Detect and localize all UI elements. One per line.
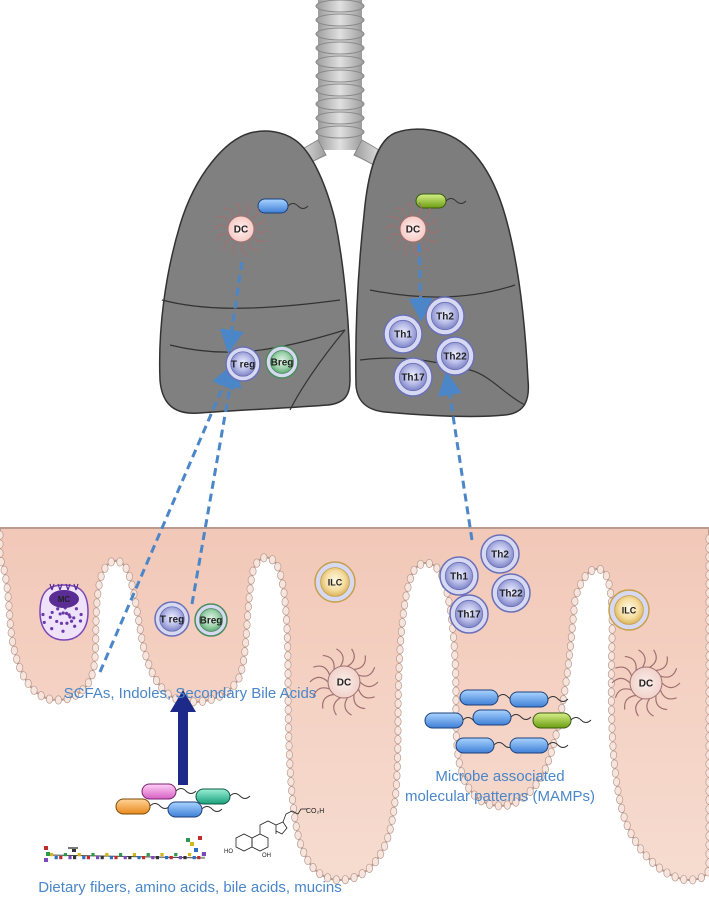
diet-caption: Dietary fibers, amino acids, bile acids,… xyxy=(38,879,342,896)
lung-dendritic-cell-left-label: DC xyxy=(234,225,248,236)
microbe-icon xyxy=(532,712,592,729)
lung-th22-cell: Th22 xyxy=(435,336,475,376)
arrow-metabolites-to-treg xyxy=(98,363,235,673)
lung-dendritic-cell-left: DC xyxy=(213,202,269,256)
lung-th2-cell-label: Th2 xyxy=(436,312,454,323)
lung-treg-cell: T reg xyxy=(225,346,261,382)
microbe-icon xyxy=(115,798,171,815)
lung-treg-cell-label: T reg xyxy=(231,360,255,371)
mamps-caption-line2: molecular patterns (MAMPs) xyxy=(404,788,596,805)
gut-th1-cell: Th1 xyxy=(439,556,479,596)
gut-ilc-cell-label: ILC xyxy=(328,578,343,588)
lung-breg-cell: Breg xyxy=(265,345,299,379)
arrow-dc-to-treg xyxy=(219,261,244,354)
arrow-mamps-th-to-lung xyxy=(437,371,474,541)
microbe-icon xyxy=(509,737,569,754)
left-lung xyxy=(158,130,351,414)
gut-treg-cell: T reg xyxy=(154,601,190,637)
microbe-icon xyxy=(472,709,532,726)
gut-th17-cell: Th17 xyxy=(449,594,489,634)
microbe-icon xyxy=(459,689,519,706)
lung-microbe-blue xyxy=(257,198,309,214)
lung-th1-cell: Th1 xyxy=(383,314,423,354)
gut-dendritic-cell-2: DC xyxy=(611,649,681,717)
gut-ilc-cell-2-label: ILC xyxy=(622,606,637,616)
gut-th2-cell-label: Th2 xyxy=(491,550,509,561)
microbe-icon xyxy=(195,788,251,805)
gut-ilc-cell: ILC xyxy=(314,561,356,603)
gut-breg-cell: Breg xyxy=(194,603,228,637)
gut-th17-cell-label: Th17 xyxy=(457,610,481,621)
gut-breg-cell-label: Breg xyxy=(200,616,223,627)
lung-dendritic-cell-right-label: DC xyxy=(406,225,420,236)
microbe-icon xyxy=(509,691,569,708)
lung-th17-cell-label: Th17 xyxy=(401,373,425,384)
mast-cell-label: MC xyxy=(58,595,71,604)
arrow-diet-to-metabolites xyxy=(170,690,196,785)
ho-label-1: HO xyxy=(224,849,233,855)
dietary-fiber-chain xyxy=(44,836,206,862)
lung-dendritic-cell-right: DC xyxy=(385,202,441,256)
lung-th1-cell-label: Th1 xyxy=(394,330,412,341)
cooh-label: CO₂H xyxy=(306,808,324,815)
gut-th22-cell-label: Th22 xyxy=(499,589,523,600)
microbe-icon xyxy=(141,783,197,800)
arrow-dc-to-th xyxy=(408,243,433,322)
lung-th22-cell-label: Th22 xyxy=(443,352,467,363)
gut-dendritic-cell: DC xyxy=(309,648,379,716)
gut-th1-cell-label: Th1 xyxy=(450,572,468,583)
gut-th2-cell: Th2 xyxy=(480,534,520,574)
mamps-caption-line1: Microbe associated xyxy=(435,768,565,785)
diet-microbes xyxy=(115,783,251,818)
bile-acid-structure xyxy=(235,808,307,852)
mamps-microbes xyxy=(424,689,592,754)
gut-dendritic-cell-label: DC xyxy=(337,678,351,689)
gut-ilc-cell-2: ILC xyxy=(608,589,650,631)
lung-th17-cell: Th17 xyxy=(393,357,433,397)
lung-breg-cell-label: Breg xyxy=(271,358,294,369)
gut-dendritic-cell-2-label: DC xyxy=(639,679,653,690)
gut-th22-cell: Th22 xyxy=(491,573,531,613)
metabolites-caption: SCFAs, Indoles, Secondary Bile Acids xyxy=(63,685,317,702)
lung-th2-cell: Th2 xyxy=(425,296,465,336)
microbe-icon xyxy=(167,801,223,818)
oh-label: OH xyxy=(262,853,271,859)
arrows xyxy=(98,243,474,673)
mast-cell: MC xyxy=(39,583,89,641)
lung-microbe-green xyxy=(415,193,467,209)
gut-treg-cell-label: T reg xyxy=(160,615,184,626)
right-lung xyxy=(355,128,530,418)
